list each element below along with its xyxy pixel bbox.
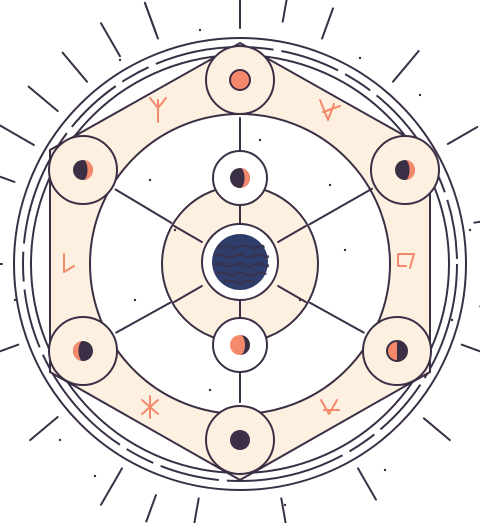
new-moon-icon [230,430,250,450]
spoke-line [115,301,171,334]
rune-algiz-icon [149,97,167,123]
rune-ansuz-icon [319,99,341,121]
planet-node [205,45,275,115]
star-dot [208,388,212,392]
wave-line [217,244,265,250]
sun-ray [422,417,451,442]
planet-node [48,316,118,386]
sun-ray [145,494,157,523]
inner-spoke [277,225,307,243]
inner-phases [212,150,268,373]
rune-hagalaz-icon [141,395,159,419]
inner-spoke [173,285,203,303]
star-dot [58,438,62,442]
sun-ray [446,126,479,145]
spoke-line [309,301,365,334]
spoke-line [114,188,173,224]
sun-ray [27,85,59,112]
sun-ray [61,51,88,83]
waning-crescent-moon-icon [386,340,408,362]
inner-phase-node [212,150,268,206]
star-dot [283,503,287,507]
rune-laguz-icon [63,253,75,273]
star-dot [148,178,152,182]
sun-ray [321,7,334,40]
star-dot [343,248,347,252]
planet-nodes [48,45,440,475]
crescent-moon-icon [230,168,250,188]
star-dot [418,93,422,97]
star-dot [118,58,122,62]
inner-phase-node [212,317,268,373]
star-dot [258,138,262,142]
planet-node [48,135,118,205]
wave-line [223,279,255,285]
sun-ray [100,467,123,506]
star-dust [13,28,472,507]
star-dot [133,298,137,302]
sun-ray [29,416,59,442]
star-dot [93,474,97,478]
full-moon-icon [229,69,251,91]
planet-node [205,405,275,475]
wave-line [213,253,269,259]
sun-ray [473,220,480,224]
star-dot [328,183,332,187]
spoke-line [308,187,373,226]
rune-symbols [63,97,415,419]
sun-ray [281,0,288,23]
waning-gibbous-moon-icon [73,160,93,180]
inner-spoke [277,285,307,303]
star-dot [450,318,454,322]
sun-ray [357,467,377,501]
planet-node [370,135,440,205]
star-dot [198,28,202,32]
star-dot [298,298,302,302]
star-dot [13,298,17,302]
rune-wunjo-icon [320,399,340,415]
sun-ray [100,22,121,58]
star-dot [173,228,177,232]
sun-ray [0,175,16,183]
sun-ray [143,1,157,34]
star-dot [358,56,362,60]
sun-ray [460,343,480,353]
inner-spoke [173,225,203,243]
sun-ray [392,50,420,83]
sun-ray [193,497,200,523]
star-dot [468,228,472,232]
gibbous-moon-icon [230,335,250,355]
rune-uruz-icon [397,253,415,269]
star-dot [28,208,32,212]
wave-line [215,271,267,277]
center-planet [201,223,279,301]
planet-node [362,316,432,386]
first-quarter-moon-icon [395,160,415,180]
ocean-planet-icon [212,234,268,290]
sun-ray [280,497,287,523]
planet-waves [213,244,269,285]
waxing-crescent-moon-icon [73,341,93,361]
sun-ray [0,343,20,353]
sun-ray [0,124,35,146]
star-dot [383,468,387,472]
wave-line [213,262,269,268]
outer-ring [13,37,467,491]
